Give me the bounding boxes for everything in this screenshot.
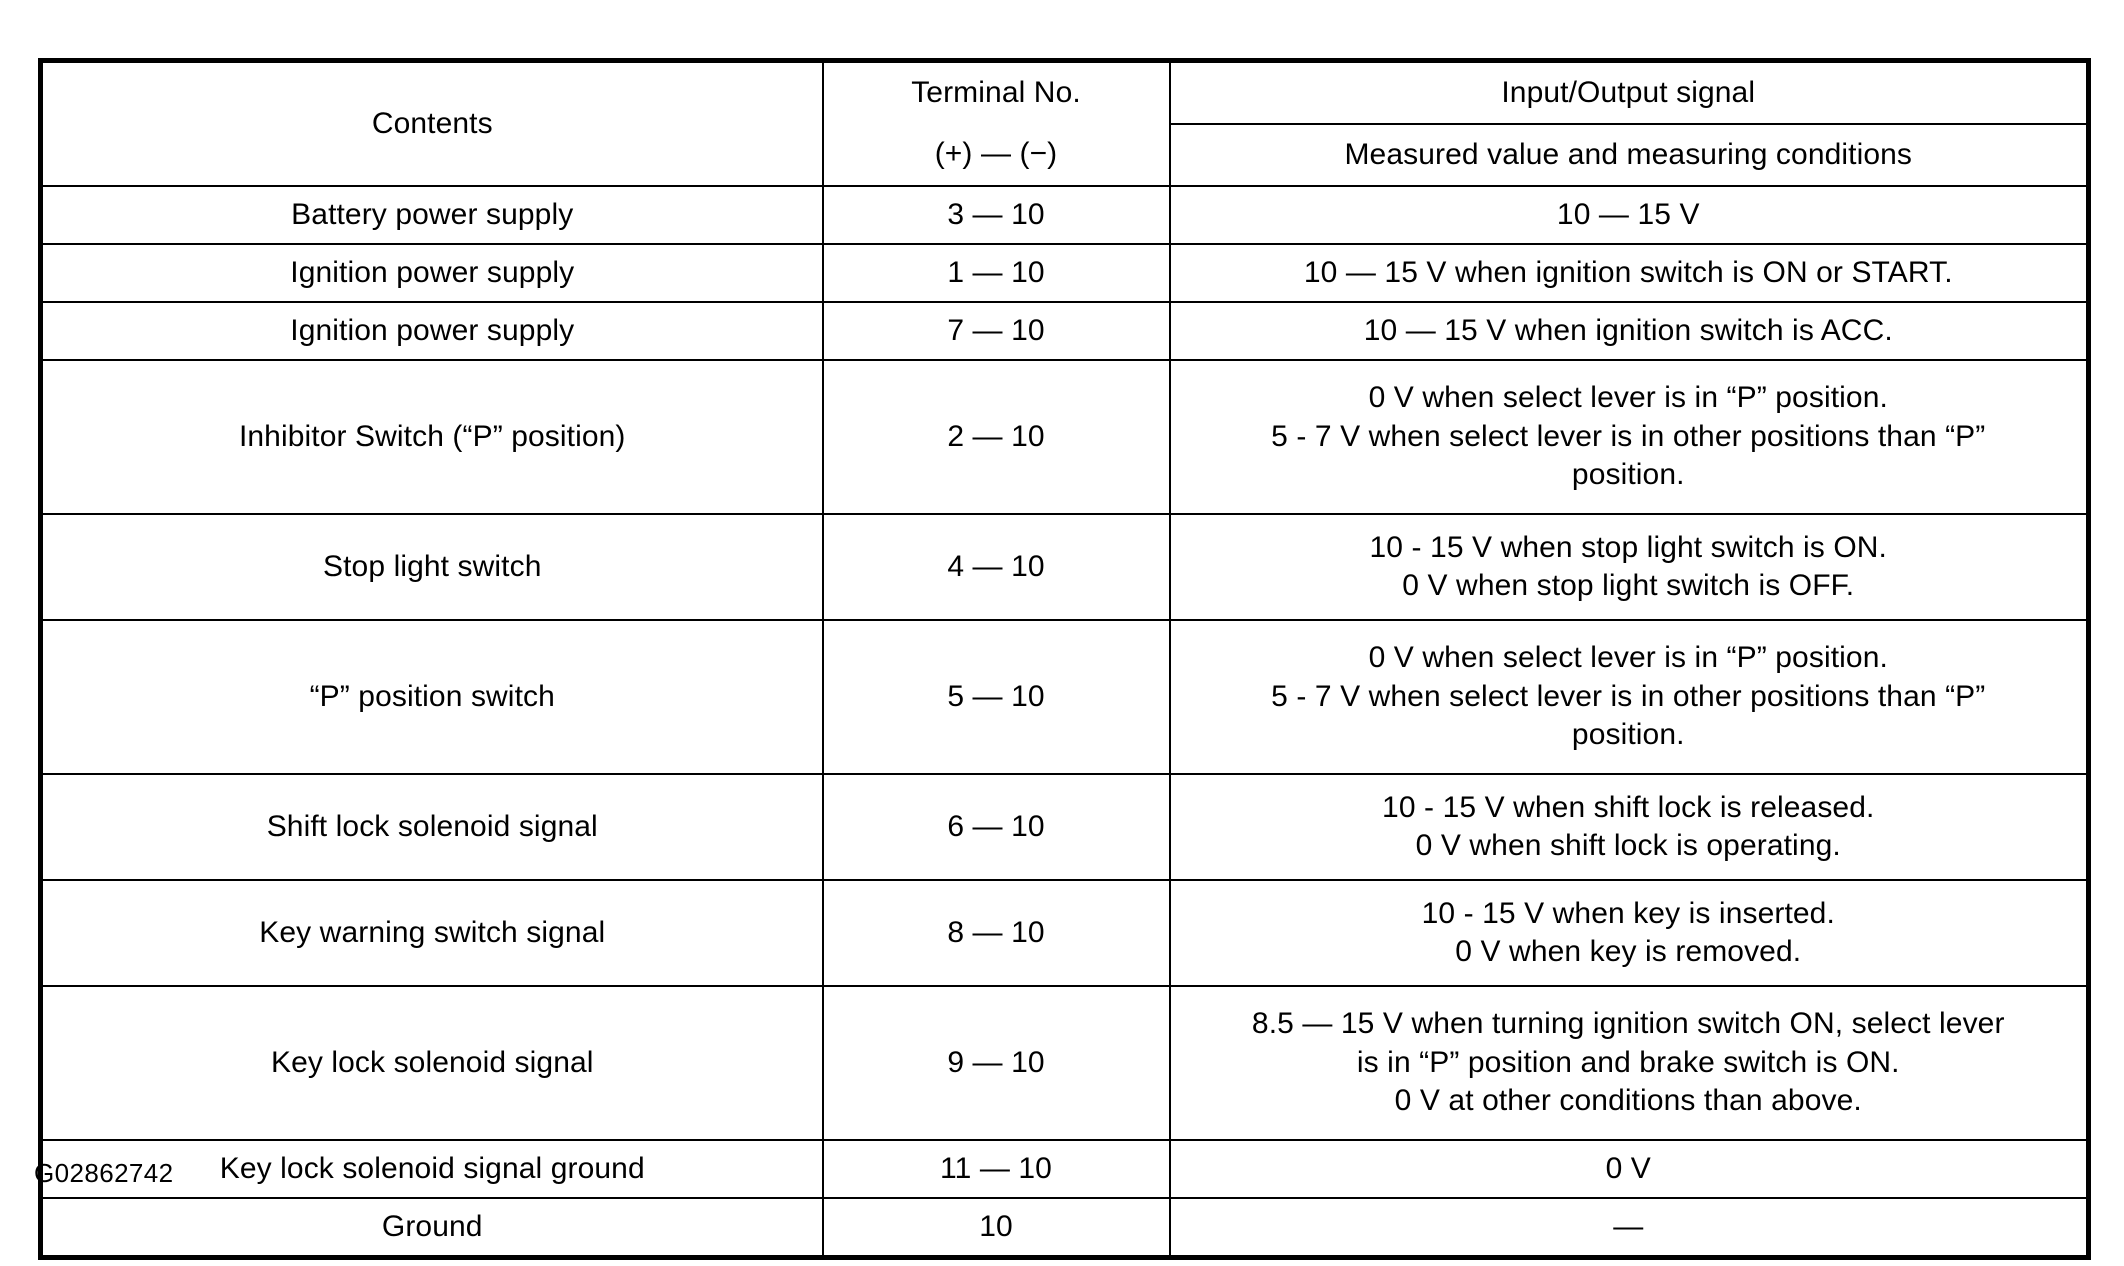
signal-line: 10 - 15 V when key is inserted. — [1421, 896, 1835, 930]
cell-io-signal: 10 — 15 V when ignition switch is ON or … — [1168, 243, 2090, 303]
header-contents: Contents — [39, 59, 824, 187]
signal-line: 0 V when select lever is in “P” position… — [1368, 381, 1888, 415]
cell-io-signal: 10 - 15 V when key is inserted. 0 V when … — [1168, 879, 2090, 987]
cell-terminal-no: 6 — 10 — [821, 773, 1171, 881]
header-terminal-polarity: (+) — (−) — [821, 124, 1171, 187]
signal-line: 10 - 15 V when shift lock is released. — [1382, 790, 1875, 824]
cell-io-signal: 0 V — [1168, 1139, 2090, 1199]
cell-terminal-no: 2 — 10 — [821, 359, 1171, 515]
signal-line: 0 V when stop light switch is OFF. — [1402, 569, 1855, 602]
header-io-signal: Input/Output signal — [1168, 59, 2090, 125]
cell-contents: Key lock solenoid signal — [39, 985, 824, 1141]
table-header: Contents Terminal No. Input/Output signa… — [39, 59, 2090, 187]
cell-terminal-no: 10 — [821, 1197, 1171, 1259]
cell-terminal-no: 3 — 10 — [821, 185, 1171, 245]
cell-terminal-no: 4 — 10 — [821, 513, 1171, 621]
cell-terminal-no: 8 — 10 — [821, 879, 1171, 987]
cell-io-signal: 10 — 15 V when ignition switch is ACC. — [1168, 301, 2090, 361]
signal-line: 0 V at other conditions than above. — [1394, 1084, 1862, 1118]
signal-line: position. — [1571, 458, 1685, 492]
signal-line: 0 V when key is removed. — [1455, 935, 1802, 968]
cell-contents: Key warning switch signal — [39, 879, 824, 987]
header-terminal-no: Terminal No. — [821, 59, 1171, 124]
cell-terminal-no: 1 — 10 — [821, 243, 1171, 303]
cell-contents: Battery power supply — [39, 185, 824, 245]
signal-line: 0 V when shift lock is operating. — [1415, 829, 1841, 862]
cell-contents: Ignition power supply — [39, 301, 824, 361]
terminal-signal-table: Contents Terminal No. Input/Output signa… — [38, 58, 2091, 1260]
header-row-secondary: (+) — (−) Measured value and measuring c… — [41, 123, 2090, 187]
header-measured-value: Measured value and measuring conditions — [1168, 123, 2090, 187]
cell-contents: Ignition power supply — [39, 243, 824, 303]
cell-contents: Shift lock solenoid signal — [39, 773, 824, 881]
cell-terminal-no: 5 — 10 — [821, 619, 1171, 775]
figure-caption-code: G02862742 — [34, 1158, 174, 1188]
cell-io-signal: 0 V when select lever is in “P” position… — [1168, 359, 2090, 515]
signal-line: 10 - 15 V when stop light switch is ON. — [1369, 530, 1887, 564]
signal-line: 0 V when select lever is in “P” position… — [1368, 641, 1888, 675]
cell-io-signal: 10 — 15 V — [1168, 185, 2090, 245]
cell-contents: Key lock solenoid signal ground — [39, 1139, 824, 1199]
table-row: Inhibitor Switch (“P” position)2 — 10 0 V… — [39, 359, 2090, 515]
cell-contents: Inhibitor Switch (“P” position) — [39, 359, 824, 515]
signal-line: position. — [1571, 718, 1685, 752]
cell-io-signal: — — [1168, 1197, 2090, 1259]
cell-io-signal: 10 - 15 V when shift lock is released. 0 … — [1168, 773, 2090, 881]
cell-io-signal: 10 - 15 V when stop light switch is ON. 0… — [1168, 513, 2090, 621]
cell-terminal-no: 7 — 10 — [821, 301, 1171, 361]
signal-line: 5 - 7 V when select lever is in other po… — [1271, 679, 1986, 713]
signal-line: 8.5 — 15 V when turning ignition switch … — [1251, 1007, 2005, 1041]
cell-contents: Stop light switch — [39, 513, 824, 621]
cell-terminal-no: 9 — 10 — [821, 985, 1171, 1141]
cell-io-signal: 8.5 — 15 V when turning ignition switch … — [1168, 985, 2090, 1141]
signal-line: is in “P” position and brake switch is O… — [1356, 1045, 1900, 1079]
header-row-primary: Contents Terminal No. Input/Output signa… — [39, 59, 2090, 187]
cell-contents: Ground — [39, 1197, 824, 1259]
cell-io-signal: 0 V when select lever is in “P” position… — [1168, 619, 2090, 775]
terminal-signal-table-wrapper: Contents Terminal No. Input/Output signa… — [38, 58, 2091, 1260]
cell-contents: “P” position switch — [39, 619, 824, 775]
signal-line: 5 - 7 V when select lever is in other po… — [1271, 419, 1986, 453]
cell-terminal-no: 11 — 10 — [821, 1139, 1171, 1199]
